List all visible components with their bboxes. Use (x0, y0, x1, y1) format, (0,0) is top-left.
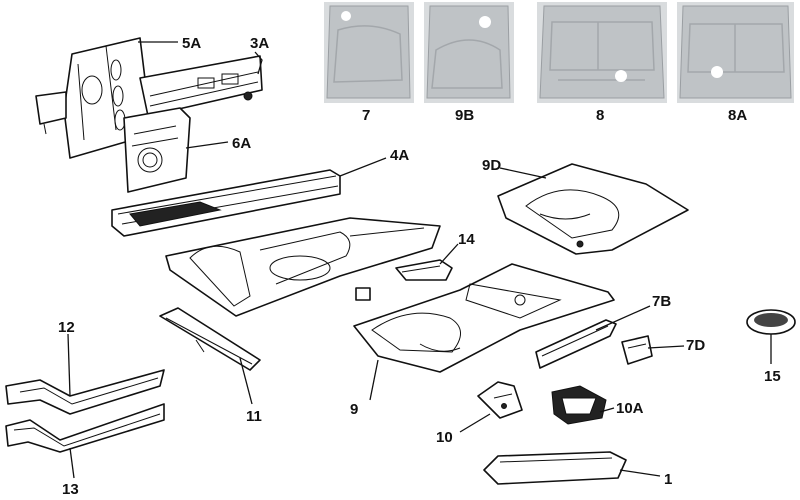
label-1: 1 (664, 471, 672, 488)
part-10a-bracket (551, 385, 607, 425)
label-13: 13 (62, 481, 79, 498)
leader-12 (67, 333, 71, 397)
label-5a: 5A (182, 35, 201, 52)
part-11-crossmember (159, 307, 261, 371)
leader-6a (185, 141, 229, 149)
leader-9d (499, 167, 547, 179)
part-4a-rocker (111, 169, 341, 237)
leader-7d (647, 345, 685, 349)
leader-10a (599, 407, 615, 413)
label-7: 7 (362, 107, 370, 124)
label-4a: 4A (390, 147, 409, 164)
leader-10 (459, 413, 491, 433)
leader-9 (369, 359, 379, 401)
label-9: 9 (350, 401, 358, 418)
photo-panel-9b (424, 2, 514, 103)
part-center-floor-tunnel (165, 217, 441, 317)
photo-panel-8a (677, 2, 794, 103)
part-10-bracket (477, 381, 523, 419)
part-labels: 5A 3A 6A 4A 7 9B 8 8A 9D 14 7B 7D 15 12 … (58, 35, 781, 498)
label-7b: 7B (652, 293, 671, 310)
leader-11 (239, 357, 253, 405)
part-13-frame-rail (5, 403, 165, 453)
part-14-bracket (395, 259, 453, 281)
label-6a: 6A (232, 135, 251, 152)
photo-panel-7 (324, 2, 414, 103)
part-9-floor-pan (353, 263, 615, 373)
label-7d: 7D (686, 337, 705, 354)
label-10: 10 (436, 429, 453, 446)
label-8: 8 (596, 107, 604, 124)
part-7b-channel (535, 319, 617, 369)
leader-7b (595, 305, 651, 331)
label-15: 15 (764, 368, 781, 385)
part-3a-cowl-panel (35, 55, 263, 135)
label-8a: 8A (728, 107, 747, 124)
label-9d: 9D (482, 157, 501, 174)
part-1-panel (483, 451, 627, 485)
leader-14 (439, 243, 459, 265)
leader-1 (619, 469, 661, 477)
label-9b: 9B (455, 107, 474, 124)
part-15-plug (746, 309, 796, 335)
label-12: 12 (58, 319, 75, 336)
part-6a-panel (123, 107, 191, 193)
label-10a: 10A (616, 400, 644, 417)
part-12-frame-rail (5, 369, 165, 415)
label-14: 14 (458, 231, 475, 248)
label-3a: 3A (250, 35, 269, 52)
leader-lines (67, 41, 772, 479)
leader-13 (69, 447, 75, 479)
leader-3a (254, 51, 263, 75)
photo-panel-8 (537, 2, 667, 103)
part-9d-floor-pan (497, 163, 689, 255)
leader-4a (339, 157, 387, 177)
label-11: 11 (246, 408, 262, 425)
part-7d-bracket (621, 335, 653, 365)
